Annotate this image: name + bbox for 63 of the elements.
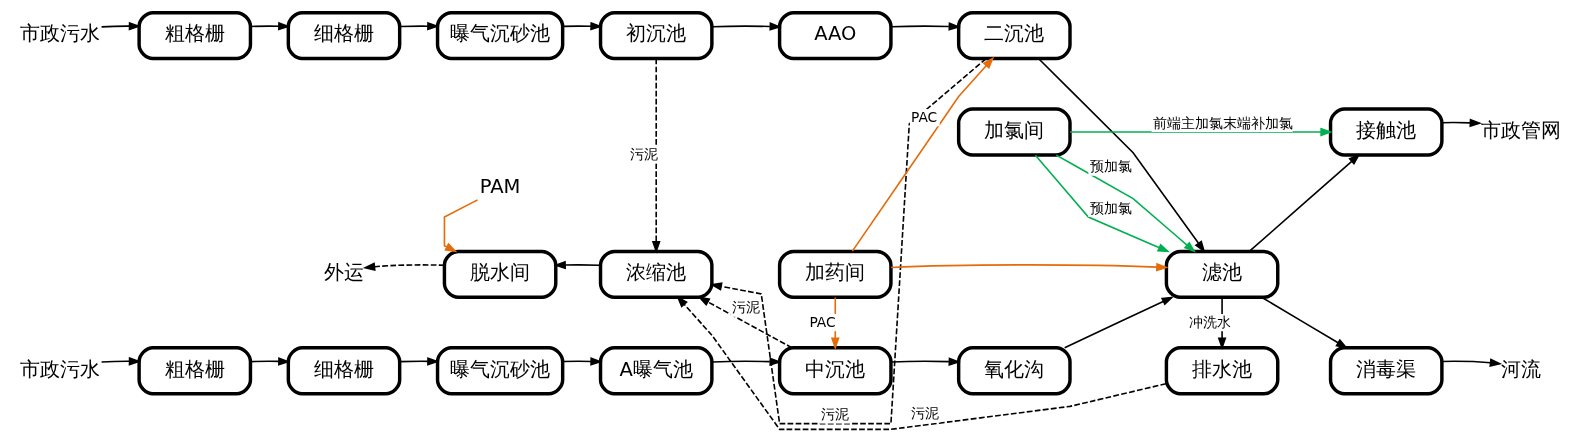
- arrow: [1037, 57, 1205, 253]
- node-box: 曝气沉砂池: [435, 10, 564, 61]
- arrow: [1068, 127, 1333, 137]
- edge-label: 预加氯: [1089, 199, 1132, 216]
- node-box: 细格栅: [286, 346, 401, 396]
- edge-label: 污泥: [629, 146, 658, 163]
- edge-label: 冲洗水: [1188, 313, 1231, 330]
- arrow: [443, 199, 478, 253]
- node-box: 排水池: [1164, 346, 1279, 396]
- edge-label: 污泥: [820, 406, 849, 423]
- node-box: 细格栅: [286, 10, 401, 61]
- arrow: [398, 21, 440, 31]
- node-box: 氧化沟: [956, 346, 1072, 396]
- node-text: 市政污水: [19, 23, 100, 45]
- arrow: [890, 22, 961, 31]
- node-box: 粗格栅: [136, 10, 252, 61]
- node-box: 中沉池: [777, 346, 893, 396]
- arrow: [362, 262, 445, 271]
- arrow: [561, 357, 603, 366]
- arrow: [1248, 153, 1361, 252]
- node-text: 市政污水: [19, 358, 100, 380]
- arrow: [561, 21, 603, 31]
- arrow: [1055, 154, 1196, 253]
- arrow: [1440, 358, 1502, 367]
- arrow: [1440, 118, 1482, 128]
- arrow: [100, 356, 141, 366]
- node-text: 河流: [1500, 358, 1541, 380]
- arrow: [889, 262, 1169, 272]
- node-box: AAO: [777, 10, 893, 61]
- arrow: [100, 21, 141, 31]
- arrow: [890, 357, 961, 366]
- node-box: 初沉池: [598, 10, 714, 61]
- node-box: 脱水间: [442, 249, 557, 300]
- arrow: [1034, 154, 1170, 253]
- node-box: 浓缩池: [598, 249, 714, 300]
- arrow: [1260, 296, 1348, 349]
- arrow: [711, 357, 782, 366]
- edge-label: 前端主加氯末端补加氯: [1152, 114, 1293, 131]
- arrow: [398, 357, 440, 366]
- arrow: [1063, 296, 1174, 349]
- arrow: [651, 57, 661, 254]
- edge-label: PAC: [808, 313, 836, 330]
- node-box: 消毒渠: [1328, 346, 1444, 396]
- node-box: 加氯间: [956, 107, 1072, 157]
- edge-label: PAC: [910, 108, 937, 125]
- node-box: 接触池: [1328, 107, 1444, 157]
- node-box: 加药间: [777, 249, 893, 300]
- edge-label: 预加氯: [1089, 158, 1132, 175]
- node-box: 曝气沉砂池: [435, 346, 564, 396]
- node-box: 粗格栅: [136, 346, 252, 396]
- arrow: [249, 357, 291, 366]
- node-text: PAM: [479, 174, 520, 198]
- arrow: [249, 21, 291, 31]
- node-text: 市政管网: [1480, 119, 1561, 141]
- arrow: [851, 56, 994, 252]
- node-box: A曝气池: [598, 346, 714, 396]
- arrow: [711, 22, 782, 31]
- node-box: 滤池: [1164, 249, 1279, 300]
- arrow: [552, 260, 601, 270]
- node-box: 二沉池: [956, 10, 1072, 61]
- node-text: 外运: [323, 262, 364, 284]
- edge-label: 污泥: [910, 404, 939, 421]
- edge-label: 污泥: [731, 299, 760, 316]
